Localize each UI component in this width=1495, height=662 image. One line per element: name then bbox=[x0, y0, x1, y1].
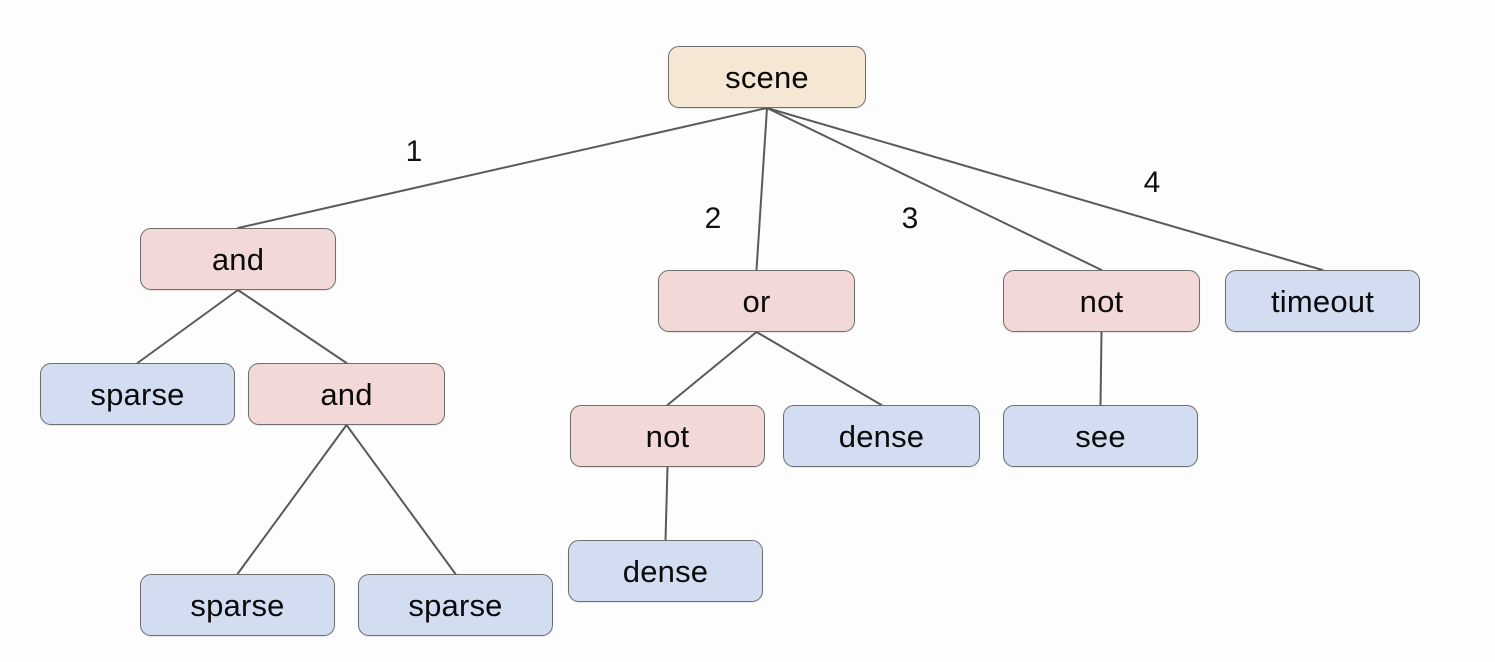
tree-edge-and1-to-sparse1 bbox=[136, 289, 239, 364]
tree-edge-scene-to-timeout bbox=[766, 107, 1324, 271]
tree-node-label: sparse bbox=[190, 587, 285, 623]
tree-edge-scene-to-and1 bbox=[237, 107, 768, 229]
tree-node-sparse3[interactable]: sparse bbox=[358, 574, 553, 636]
tree-node-label: dense bbox=[622, 553, 709, 589]
tree-node-sparse2[interactable]: sparse bbox=[140, 574, 335, 636]
edge-label-1: 1 bbox=[405, 135, 423, 168]
tree-node-label: and bbox=[320, 376, 373, 412]
tree-node-and2[interactable]: and bbox=[248, 363, 445, 425]
tree-edge-scene-to-or1 bbox=[755, 107, 768, 271]
tree-node-dense2[interactable]: dense bbox=[568, 540, 763, 602]
edge-label-3: 3 bbox=[901, 202, 919, 235]
tree-node-label: not bbox=[645, 418, 690, 454]
tree-edge-and1-to-and2 bbox=[237, 289, 348, 364]
tree-node-label: or bbox=[742, 283, 771, 319]
tree-node-and1[interactable]: and bbox=[140, 228, 336, 290]
tree-edge-or1-to-dense1 bbox=[755, 331, 883, 406]
tree-node-label: and bbox=[211, 241, 265, 277]
tree-node-see1[interactable]: see bbox=[1003, 405, 1198, 467]
tree-node-timeout[interactable]: timeout bbox=[1225, 270, 1420, 332]
tree-node-not2[interactable]: not bbox=[1003, 270, 1200, 332]
tree-node-dense1[interactable]: dense bbox=[783, 405, 980, 467]
tree-node-label: sparse bbox=[408, 587, 503, 623]
tree-edge-and2-to-sparse3 bbox=[345, 424, 457, 575]
tree-edge-scene-to-not2 bbox=[766, 107, 1103, 271]
tree-node-sparse1[interactable]: sparse bbox=[40, 363, 235, 425]
tree-node-scene[interactable]: scene bbox=[668, 46, 866, 108]
tree-node-label: sparse bbox=[90, 376, 185, 412]
tree-node-label: dense bbox=[838, 418, 925, 454]
tree-node-label: see bbox=[1075, 418, 1126, 454]
tree-edge-or1-to-not1 bbox=[666, 331, 758, 406]
edge-label-2: 2 bbox=[704, 202, 722, 235]
tree-node-or1[interactable]: or bbox=[658, 270, 855, 332]
tree-node-label: scene bbox=[725, 59, 809, 95]
tree-edge-and2-to-sparse2 bbox=[236, 424, 348, 575]
tree-node-label: timeout bbox=[1270, 283, 1375, 319]
tree-node-not1[interactable]: not bbox=[570, 405, 765, 467]
edge-label-4: 4 bbox=[1143, 166, 1161, 199]
tree-edge-not1-to-dense2 bbox=[664, 466, 669, 541]
tree-edge-not2-to-see1 bbox=[1099, 331, 1103, 406]
tree-node-label: not bbox=[1079, 283, 1124, 319]
